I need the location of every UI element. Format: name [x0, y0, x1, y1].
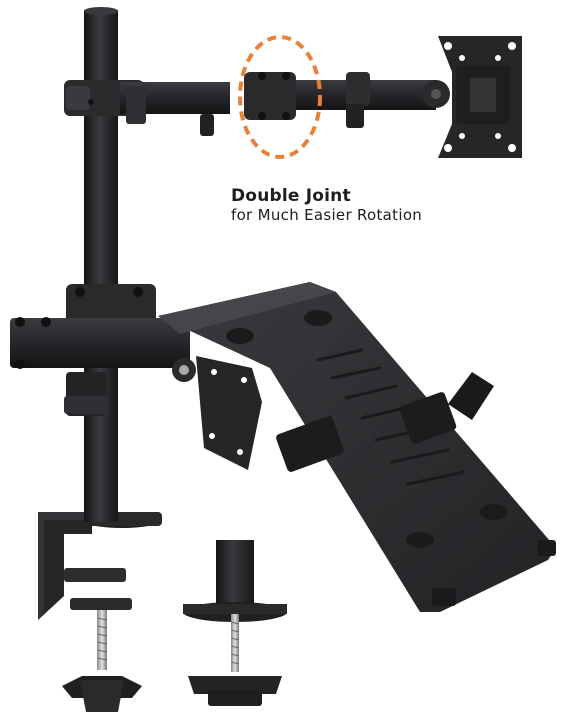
lower-arm — [10, 284, 196, 416]
upper-monitor-arm — [64, 72, 450, 136]
feature-caption: Double Joint for Much Easier Rotation — [231, 186, 422, 224]
grommet-mount — [183, 540, 287, 706]
feature-subline: for Much Easier Rotation — [231, 206, 423, 224]
desk-clamp — [38, 512, 162, 712]
upper-vesa-plate — [438, 36, 522, 158]
laptop-tray — [158, 282, 556, 612]
lower-vesa-plate — [196, 356, 262, 470]
double-joint-highlight-ring — [238, 35, 322, 159]
feature-headline: Double Joint — [231, 186, 351, 206]
